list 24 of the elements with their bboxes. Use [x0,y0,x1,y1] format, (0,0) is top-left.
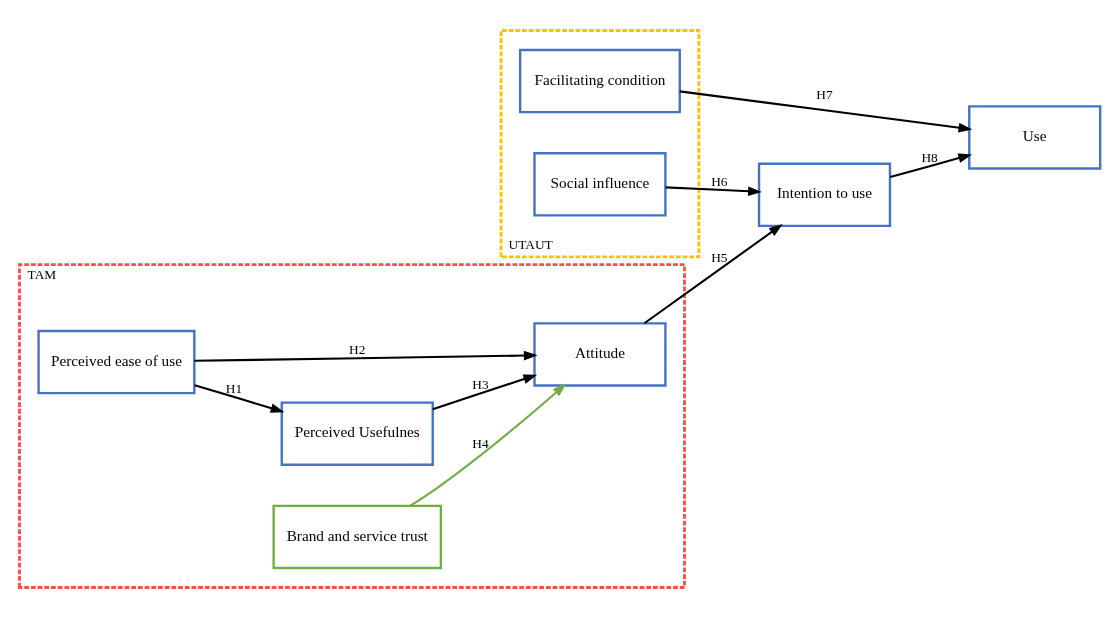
edge-label: H5 [711,249,728,265]
node-box: Perceived Usefulnes [280,400,434,466]
edge-label: H8 [921,149,938,165]
node-box: Use [968,104,1102,170]
edge-label: H1 [225,380,243,396]
arrow [194,383,285,413]
arrow [194,350,538,362]
edge-label: H3 [472,376,489,392]
arrow [889,152,973,178]
edge-label: H4 [472,435,489,451]
edge-label: H2 [349,341,366,357]
arrow [409,383,567,507]
node-box: Intention to use [757,162,892,227]
arrow [665,185,762,196]
node-box: Facilitating condition [518,48,681,113]
arrow [679,89,973,132]
node-box: Brand and service trust [272,504,443,569]
arrow [643,223,783,324]
arrow [432,373,538,410]
node-box: Social influence [533,151,667,217]
edge-label: H6 [711,173,728,189]
node-box: Attitude [533,321,667,387]
edge-label: H7 [816,86,833,101]
node-box: Perceived ease of use [37,329,196,394]
